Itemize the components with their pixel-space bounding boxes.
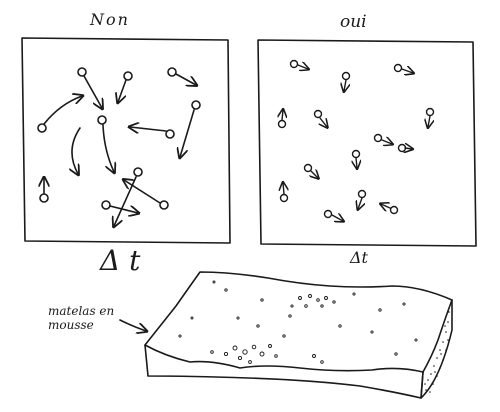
foam-label: matelas en mousse	[48, 304, 115, 332]
molecule-arrows-oui	[279, 59, 434, 222]
foam-end-stipple	[424, 311, 450, 393]
panel-oui-time-label: Δt	[350, 248, 368, 267]
foam-end-face	[420, 299, 453, 399]
panel-non	[21, 37, 231, 244]
panel-non-title: Non	[90, 10, 130, 29]
foam-side-face	[144, 344, 424, 399]
molecule-arrows-non	[37, 67, 201, 226]
foam-label-arrow	[119, 319, 146, 331]
foam-top-surface	[144, 271, 453, 373]
panel-oui-frame	[257, 39, 477, 247]
foam-surface-pores	[178, 280, 418, 364]
panel-oui	[257, 39, 477, 247]
panel-non-frame	[21, 37, 231, 244]
panel-oui-title: oui	[340, 12, 367, 32]
foam-mattress	[119, 271, 453, 399]
panel-non-time-label: Δ t	[100, 244, 141, 277]
